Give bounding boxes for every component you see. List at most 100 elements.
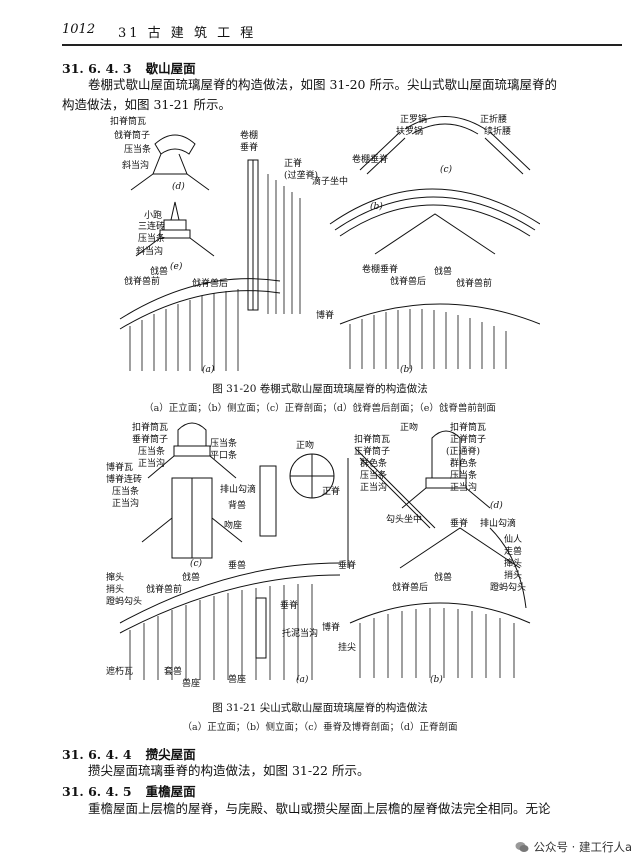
section-title: 重檐屋面 — [145, 784, 196, 799]
label: 捎头 — [106, 583, 124, 595]
label: 戗兽 — [434, 571, 452, 583]
label: 正脊 — [284, 157, 302, 169]
label: 滴子坐中 — [312, 175, 348, 187]
label: 压当条 — [210, 437, 237, 449]
figure-caption: 图 31-21 尖山式歇山屋面琉璃屋脊的构造做法 — [212, 702, 428, 714]
label: 遮朽瓦 — [106, 665, 133, 677]
label: 压当条 — [138, 445, 165, 457]
section-heading-31643: 31. 6. 4. 3 歇山屋面 — [62, 58, 196, 77]
label: 挂尖 — [338, 641, 356, 653]
label: 排山勾滴 — [220, 483, 256, 495]
label: 勾头坐中 — [386, 513, 422, 525]
label: 博脊瓦 — [106, 461, 133, 473]
label: 斜当沟 — [122, 159, 149, 171]
label: 博脊 — [322, 621, 340, 633]
label: 戗脊筒子 — [114, 129, 150, 141]
label: 戗脊兽前 — [146, 583, 182, 595]
label: 戗脊兽后 — [192, 277, 228, 289]
label: 卷棚 — [240, 129, 258, 141]
label: 戗脊兽后 — [390, 275, 426, 287]
label: 压当条 — [112, 485, 139, 497]
running-header: 1012 31 古 建 筑 工 程 — [62, 22, 622, 44]
watermark-text: 公众号 · 建工行人a — [533, 840, 632, 854]
label: 垂脊 — [240, 141, 258, 153]
page-number: 1012 — [62, 22, 96, 37]
label: 斜当沟 — [136, 245, 163, 257]
label: 压当条 — [138, 232, 165, 244]
label: 三连砖 — [138, 220, 165, 232]
label: 正脊 — [322, 485, 340, 497]
label: 戗脊兽前 — [456, 277, 492, 289]
section-heading-31645: 31. 6. 4. 5 重檐屋面 — [62, 781, 196, 800]
label: 正脊筒子 — [354, 445, 390, 457]
label: 扶罗锅 — [396, 125, 423, 137]
label: 戗兽 — [434, 265, 452, 277]
panel-label: (b) — [370, 201, 383, 212]
panel-label: (c) — [190, 558, 203, 569]
label: 扣脊筒瓦 — [450, 421, 486, 433]
label: 垂脊 — [280, 599, 298, 611]
label: (过垄脊) — [284, 169, 318, 181]
panel-label: (b) — [400, 364, 413, 375]
label: 吻座 — [224, 519, 242, 531]
label: 捎头 — [504, 569, 522, 581]
wechat-icon — [515, 842, 529, 852]
section-title: 歇山屋面 — [145, 61, 196, 76]
figure-31-20-drawing: 扣脊筒瓦 戗脊筒子 压当条 斜当沟 (d) 小跑 三连砖 压当条 斜当沟 (e)… — [110, 114, 540, 375]
label: 博脊连砖 — [106, 473, 142, 485]
figure-31-21-drawing: 扣脊筒瓦 垂脊筒子 压当条 正当沟 压当条 平口条 博脊瓦 博脊连砖 压当条 正… — [106, 421, 531, 689]
section-title: 攒尖屋面 — [145, 747, 196, 762]
label: 戗脊兽后 — [392, 581, 428, 593]
label: 仙人 — [504, 533, 522, 545]
label: 戗脊兽前 — [124, 275, 160, 287]
label: 扣脊筒瓦 — [354, 433, 390, 445]
paragraph-line: 构造做法，如图 31-21 所示。 — [62, 97, 231, 112]
label: 垂脊 — [338, 559, 356, 571]
label: 正吻 — [296, 439, 314, 451]
label: 兽座 — [228, 673, 246, 685]
label: 垂兽 — [228, 559, 246, 571]
panel-label: (a) — [296, 674, 309, 685]
watermark: 公众号 · 建工行人a — [515, 839, 632, 855]
label: 蹬蚂勾头 — [106, 595, 142, 607]
panel-label: (d) — [172, 181, 185, 192]
label: 戗兽 — [182, 571, 200, 583]
section-number: 31. 6. 4. 3 — [62, 61, 132, 76]
label: 正吻 — [400, 421, 418, 433]
panel-label: (d) — [490, 500, 503, 511]
label: 兽座 — [182, 677, 200, 689]
label: 垂脊 — [450, 517, 468, 529]
paragraph-line: 卷棚式歇山屋面琉璃屋脊的构造做法，如图 31-20 所示。尖山式歇山屋面琉璃屋脊… — [88, 77, 557, 92]
label: 小跑 — [144, 209, 162, 221]
label: (正通脊) — [446, 445, 480, 457]
label: 戗兽 — [150, 265, 168, 277]
panel-label: (b) — [430, 674, 443, 685]
label: 正罗锅 — [400, 114, 427, 125]
label: 压当条 — [124, 143, 151, 155]
label: 托泥当沟 — [282, 627, 318, 639]
label: 平口条 — [210, 449, 237, 461]
header-rule — [62, 44, 622, 46]
label: 撺头 — [106, 571, 124, 583]
section-number: 31. 6. 4. 5 — [62, 784, 132, 799]
figure-subcaption: （a）正立面；（b）侧立面；（c）正脊剖面；（d）戗脊兽后剖面；（e）戗脊兽前剖… — [144, 403, 496, 414]
label: 正折腰 — [480, 114, 507, 125]
label: 套兽 — [164, 665, 182, 677]
label: 压当条 — [450, 469, 477, 481]
label: 群色条 — [360, 457, 387, 469]
label: 蹬蚂勾头 — [490, 581, 526, 593]
label: 正当沟 — [138, 457, 165, 469]
label: 背兽 — [228, 499, 246, 511]
chapter-title: 31 古 建 筑 工 程 — [118, 26, 257, 41]
label: 排山勾滴 — [480, 517, 516, 529]
label: 卷棚垂脊 — [362, 263, 398, 275]
figure-subcaption: （a）正立面；（b）侧立面；（c）垂脊及博脊剖面；（d）正脊剖面 — [182, 722, 458, 733]
panel-label: (c) — [440, 164, 453, 175]
figure-caption: 图 31-20 卷棚式歇山屋面琉璃屋脊的构造做法 — [212, 383, 428, 395]
label: 扣脊筒瓦 — [132, 421, 168, 433]
label: 走兽 — [504, 545, 522, 557]
label: 卷棚垂脊 — [352, 153, 388, 165]
label: 扣脊筒瓦 — [110, 115, 146, 127]
label: 垂脊筒子 — [132, 433, 168, 445]
